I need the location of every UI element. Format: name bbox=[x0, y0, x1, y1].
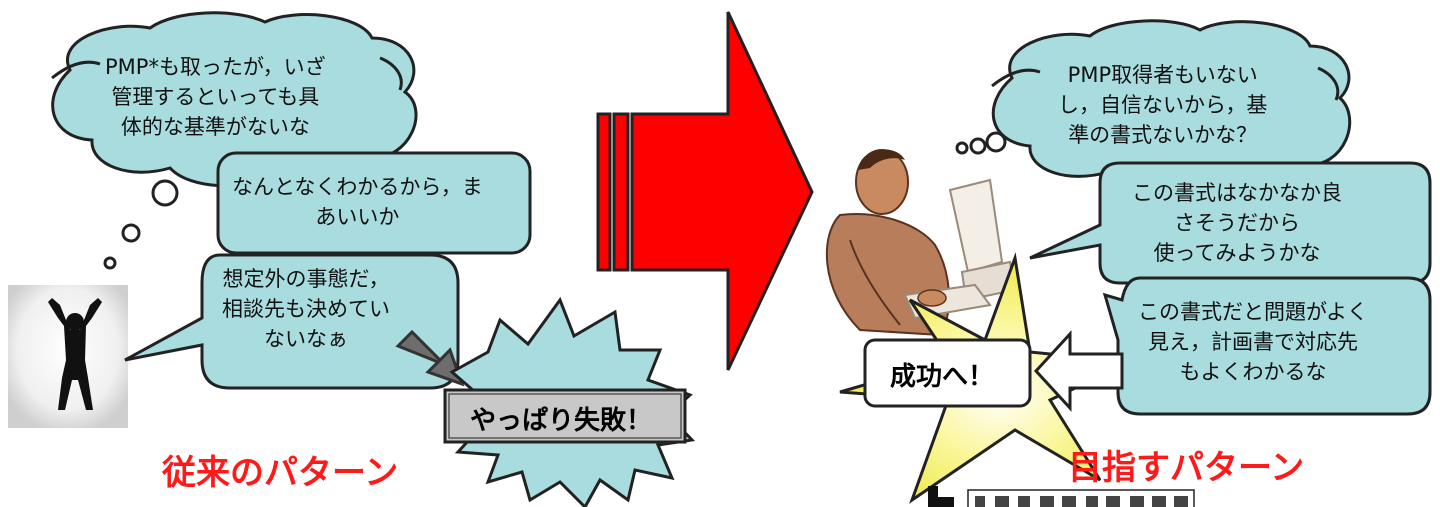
failure-label: やっぱり失敗！ bbox=[470, 406, 653, 436]
left-speech-1-text: なんとなくわかるから，ま あいいか bbox=[232, 172, 483, 232]
right-speech-2-line-3: もよくわかるな bbox=[1179, 360, 1327, 384]
left-speech-2-line-2: 相談先も決めてい bbox=[222, 297, 390, 321]
left-speech-2-text: 想定外の事態だ， 相談先も決めてい ないなぁ bbox=[222, 264, 390, 354]
right-speech-2-line-1: この書式だと問題がよく bbox=[1138, 300, 1368, 324]
success-label: 成功へ！ bbox=[890, 362, 995, 392]
left-speech-2-line-3: ないなぁ bbox=[264, 327, 348, 351]
transition-arrow bbox=[596, 11, 814, 371]
right-thought-text: PMP取得者もいない し，自信ないから，基 準の書式ないかな？ bbox=[1058, 60, 1267, 150]
right-speech-1-line-3: 使ってみようかな bbox=[1153, 241, 1321, 265]
thought-dot-small bbox=[103, 256, 117, 270]
right-speech-1-line-1: この書式はなかなか良 bbox=[1132, 181, 1342, 205]
right-thought-dot-3 bbox=[955, 141, 969, 155]
right-speech-1-text: この書式はなかなか良 さそうだから 使ってみようかな bbox=[1132, 178, 1342, 268]
document-fragment bbox=[928, 486, 1195, 507]
right-speech-bubble-1 bbox=[1029, 161, 1432, 285]
right-thought-cloud bbox=[991, 19, 1352, 193]
success-banner bbox=[863, 338, 1032, 408]
left-speech-2-line-1: 想定外の事態だ， bbox=[222, 267, 390, 291]
right-pattern-label: 目指すパターン bbox=[1068, 448, 1305, 488]
left-thought-cloud bbox=[51, 11, 418, 188]
right-thought-line-2: し，自信ないから，基 bbox=[1058, 93, 1268, 117]
thought-dot-medium bbox=[121, 223, 141, 243]
right-thought-dot-1 bbox=[985, 131, 1007, 153]
left-pattern-label: 従来のパターン bbox=[162, 453, 399, 493]
failure-burst bbox=[443, 296, 696, 507]
left-speech-bubble-2 bbox=[124, 253, 460, 390]
success-pointer-arrow bbox=[1033, 330, 1124, 412]
left-thought-line-3: 体的な基準がないな bbox=[120, 115, 310, 139]
left-thought-text: PMP*も取ったが，いざ 管理するといっても具 体的な基準がないな bbox=[105, 52, 326, 142]
right-speech-bubble-2 bbox=[1102, 276, 1432, 416]
right-thought-line-3: 準の書式ないかな？ bbox=[1068, 123, 1258, 147]
person-silhouette bbox=[8, 285, 128, 428]
right-thought-dot-2 bbox=[969, 137, 987, 155]
right-speech-2-line-2: 見え，計画書で対応先 bbox=[1147, 330, 1358, 354]
left-speech-1-line-1: なんとなくわかるから，ま bbox=[232, 175, 483, 199]
thought-dot-large bbox=[151, 179, 179, 207]
right-thought-line-1: PMP取得者もいない bbox=[1067, 63, 1258, 87]
right-speech-1-line-2: さそうだから bbox=[1174, 211, 1300, 235]
left-thought-line-1: PMP*も取ったが，いざ bbox=[105, 55, 326, 79]
right-speech-2-text: この書式だと問題がよく 見え，計画書で対応先 もよくわかるな bbox=[1138, 297, 1368, 387]
left-thought-line-2: 管理するといっても具 bbox=[111, 85, 320, 109]
left-speech-1-line-2: あいいか bbox=[315, 205, 400, 229]
failure-pointer-arrow bbox=[395, 329, 465, 387]
left-speech-bubble-1 bbox=[216, 151, 532, 255]
